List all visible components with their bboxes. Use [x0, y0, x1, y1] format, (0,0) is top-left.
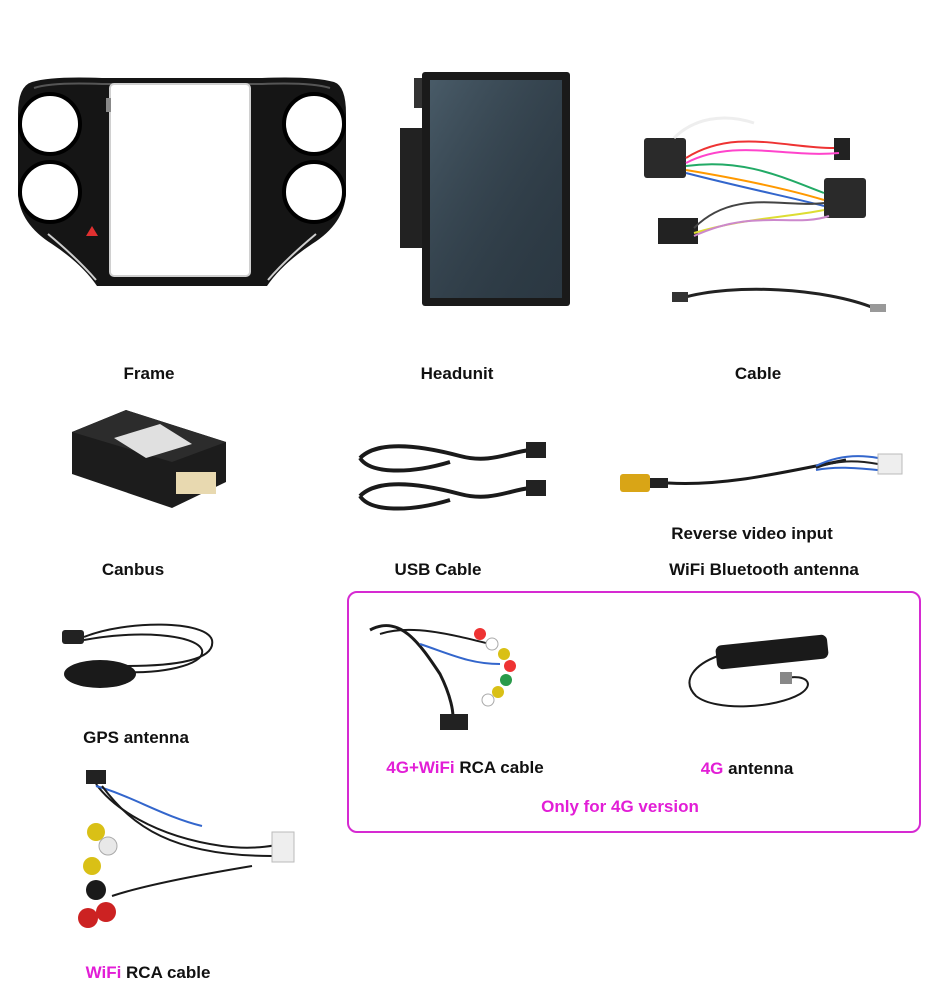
- wifi-rca-image: [78, 770, 295, 928]
- wifi-rca-label-highlight: WiFi: [85, 963, 122, 982]
- headunit-image: [400, 72, 570, 306]
- cable-image: [644, 116, 886, 312]
- rca-4g-label-rest: RCA cable: [454, 758, 544, 777]
- antenna-4g-label: 4G antenna: [701, 759, 794, 779]
- canbus-label: Canbus: [101, 560, 165, 579]
- rca-4g-label-highlight: 4G+WiFi: [386, 758, 455, 777]
- reverse-video-label: Reverse video input: [671, 524, 833, 543]
- frame-image: [18, 77, 346, 286]
- gps-antenna-label: GPS antenna: [83, 728, 189, 747]
- box-4g-version: [347, 591, 921, 833]
- box-4g-note: Only for 4G version: [541, 797, 699, 816]
- usb-cable-image: [358, 442, 546, 511]
- usb-cable-label: USB Cable: [394, 560, 482, 579]
- rca-4g-image: [369, 624, 516, 730]
- reverse-video-image: [620, 453, 903, 492]
- canbus-image: [72, 410, 226, 508]
- headunit-label: Headunit: [420, 364, 494, 383]
- antenna-4g-label-highlight: 4G: [700, 759, 724, 778]
- gps-antenna-image: [62, 623, 214, 688]
- cable-label: Cable: [734, 364, 782, 383]
- wifi-rca-label-rest: RCA cable: [121, 963, 211, 982]
- frame-label: Frame: [123, 364, 175, 383]
- wifi-rca-label: WiFi RCA cable: [86, 963, 211, 983]
- wifi-bt-antenna-label: WiFi Bluetooth antenna: [669, 560, 859, 579]
- rca-4g-label: 4G+WiFi RCA cable: [386, 758, 543, 778]
- antenna-4g-label-rest: antenna: [723, 759, 794, 778]
- antenna-4g-image: [688, 634, 829, 708]
